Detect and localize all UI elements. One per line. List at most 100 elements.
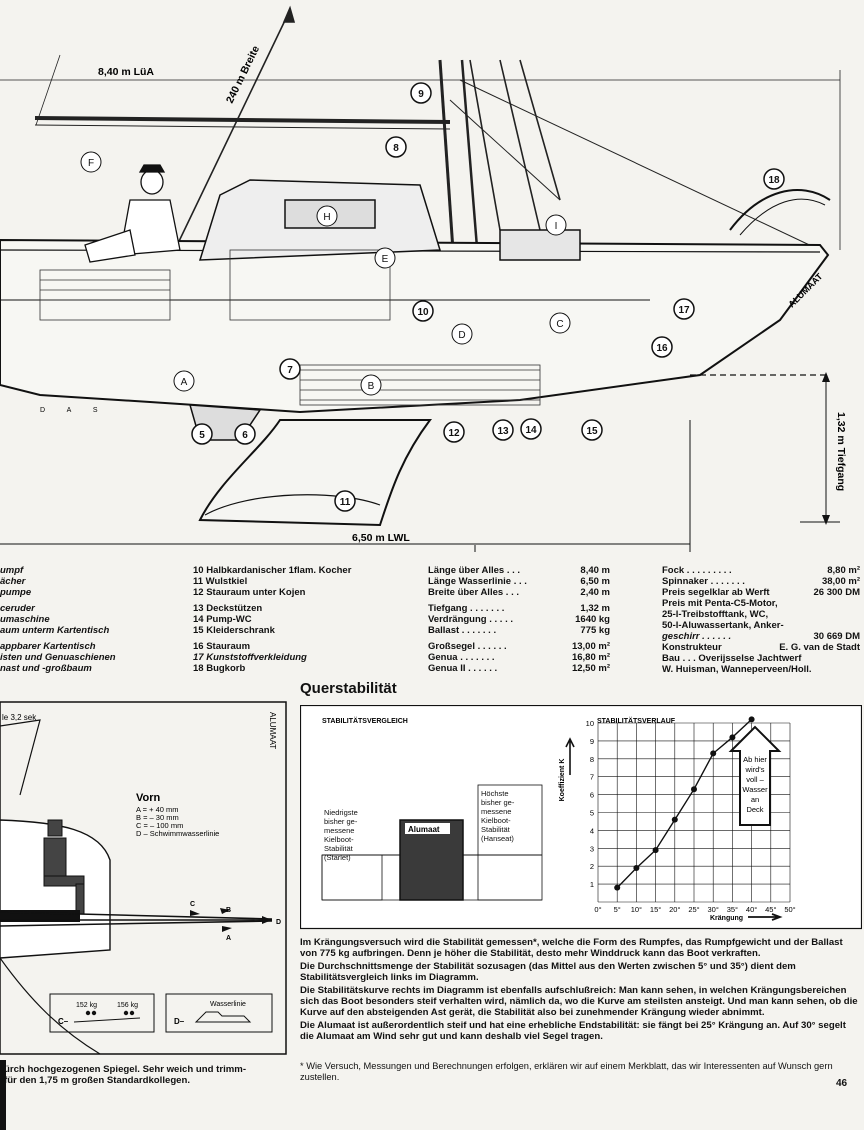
callout-10: 10 [412,300,434,322]
legend-left-item: ächer [0,576,26,587]
legend-left-item: isten und Genuaschienen [0,652,116,663]
callout-18: 18 [763,168,785,190]
spec-row: Tiefgang . . . . . . .1,32 m [428,603,610,614]
svg-text:Stabilität: Stabilität [324,844,354,853]
vorn-item-a: A = + 40 mm [136,805,179,814]
weight-1: 152 kg [76,1002,97,1009]
legend-left-item: umpf [0,565,24,576]
y-tick-label: 10 [586,719,594,728]
svg-text:F: F [88,158,94,169]
price-row: Bau . . . Overijsselse Jachtwerf [662,653,802,664]
y-tick-label: 8 [590,755,594,764]
callout-b: B [360,374,382,396]
comparison-title: STABILITÄTSVERGLEICH [322,717,408,725]
legend-mid-item: 12 Stauraum unter Kojen [193,587,306,598]
vorn-item-c: C = – 100 mm [136,821,183,830]
spec-row: Genua . . . . . . .16,80 m² [428,652,610,663]
spec-row: Länge über Alles . . .8,40 m [428,565,610,576]
y-tick-label: 7 [590,773,594,782]
comparison-chart: Alumaat [321,784,543,901]
y-tick-label: 4 [590,826,594,835]
callout-e: E [374,247,396,269]
svg-text:9: 9 [418,89,424,100]
stability-curve [616,718,753,889]
callout-6: 6 [234,423,256,445]
callout-14: 14 [520,418,542,440]
data-point [614,884,621,891]
box-d-label: D– [174,1017,185,1026]
spec-row: Verdrängung . . . . .1640 kg [428,614,610,625]
legend-left-item: nast und -großbaum [0,663,92,674]
svg-text:10: 10 [417,307,429,318]
price-row: Fock . . . . . . . . .8,80 m² [662,565,860,576]
svg-text:I: I [555,221,558,232]
svg-text:H: H [323,212,330,223]
x-tick-label: 25° [688,905,699,914]
callout-9: 9 [410,82,432,104]
spec-row: Ballast . . . . . . .775 kg [428,625,610,636]
svg-text:Niedrigste: Niedrigste [324,808,358,817]
marker-a: A [226,935,231,942]
period-label: le 3,2 sek [2,713,37,722]
x-tick-label: 5° [614,905,621,914]
y-tick-label: 1 [590,880,594,889]
svg-text:Wasser: Wasser [742,785,768,794]
svg-text:voll –: voll – [746,775,764,784]
price-row: 50-l-Aluwassertank, Anker- [662,620,784,631]
footnote: * Wie Versuch, Messungen und Berechnunge… [300,1061,833,1082]
svg-text:messene: messene [324,826,354,835]
legend-left-item: aum unterm Kartentisch [0,625,110,636]
svg-text:bisher ge-: bisher ge- [481,798,515,807]
x-tick-label: 20° [669,905,680,914]
x-tick-label: 30° [708,905,719,914]
brand-vertical: ALUMAAT [268,712,277,749]
y-axis-arrow [565,737,575,775]
svg-text:6: 6 [242,430,248,441]
left-caption-line: für den 1,75 m großen Standardkollegen. [4,1075,191,1086]
data-point [748,716,755,723]
svg-text:E: E [382,254,389,265]
data-point [652,847,659,854]
price-row: W. Huisman, Wanneperveen/Holl. [662,664,812,675]
x-tick-label: 10° [631,905,642,914]
callout-i: I [545,214,567,236]
dimension-draft: 1,32 m Tiefgang [835,412,847,491]
x-tick-label: 50° [784,905,795,914]
left-caption: ürch hochgezogenen Spiegel. Sehr weich u… [4,1064,294,1086]
legend-mid-item: 15 Kleiderschrank [193,625,275,636]
body-text: Im Krängungsversuch wird die Stabilität … [300,937,860,1044]
body-paragraph: Die Stabilitätskurve rechts im Diagramm … [300,985,858,1018]
specs-table: Länge über Alles . . .8,40 m Länge Wasse… [428,565,610,674]
marker-d: D [276,919,281,926]
wasserlinie-label: Wasserlinie [210,1001,246,1008]
svg-text:11: 11 [340,497,351,508]
legend-mid-item: 11 Wulstkiel [193,576,248,587]
spec-row: Großsegel . . . . . .13,00 m² [428,641,610,652]
svg-text:13: 13 [497,426,509,437]
svg-text:(Starlet): (Starlet) [324,853,351,862]
page-number: 46 [836,1078,848,1089]
side-trim-drawing: le 3,2 sek ALUMAAT Vorn A = + 40 mm B = … [0,701,287,1055]
body-paragraph: Die Durchschnittsmenge der Stabilität so… [300,961,796,983]
legend-mid-item: 18 Bugkorb [193,663,246,674]
section-title: Querstabilität [300,680,397,697]
svg-text:Kielboot-: Kielboot- [481,816,511,825]
chart-title: STABILITÄTSVERLAUF [597,717,676,725]
y-tick-label: 9 [590,737,594,746]
highest-label: Höchste bisher ge- messene Kielboot- Sta… [481,789,515,843]
price-row: 25-l-Treibstofftank, WC, [662,609,769,620]
svg-text:C: C [556,319,563,330]
legend-left-item: ceruder [0,603,35,614]
legend-mid-item: 16 Stauraum [193,641,251,652]
data-point [691,786,697,793]
x-axis-label: Krängung [710,915,743,922]
svg-text:messene: messene [481,807,511,816]
callout-15: 15 [581,419,603,441]
callout-f: F [80,151,102,173]
legend-mid-item: 17 Kunststoffverkleidung [193,652,307,663]
callout-8: 8 [385,136,407,158]
body-paragraph: Im Krängungsversuch wird die Stabilität … [300,937,843,959]
annotation-text: Ab hier wird's voll – Wasser an Deck [742,755,768,814]
legend-mid-item: 13 Deckstützen [193,603,263,614]
